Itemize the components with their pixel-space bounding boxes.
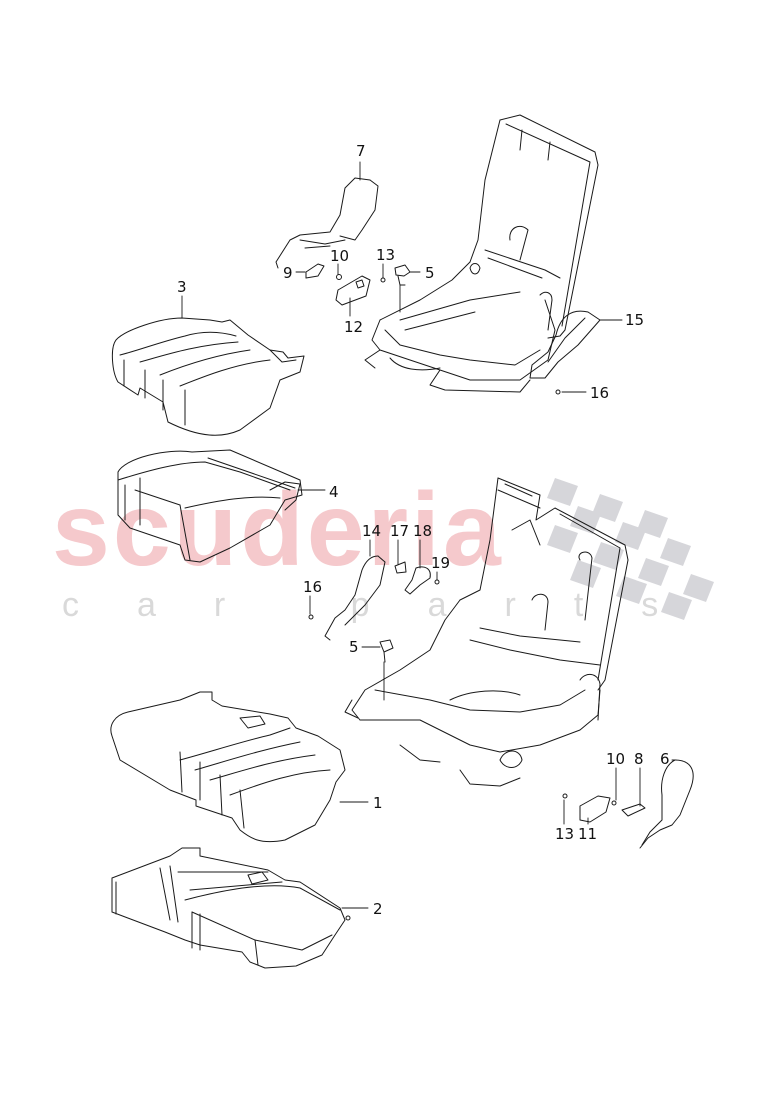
callout-label[interactable]: 10 — [330, 247, 350, 265]
screw-10-upper[interactable] — [336, 274, 342, 280]
cover-plate-11[interactable] — [579, 795, 611, 823]
callout-label[interactable]: 6 — [660, 750, 670, 768]
trim-piece-9[interactable] — [305, 263, 325, 279]
callout-label[interactable]: 4 — [329, 483, 339, 501]
hinge-cover-15[interactable] — [529, 310, 601, 379]
backrest-side-trim-lower[interactable] — [324, 555, 386, 641]
callout-label[interactable]: 16 — [590, 384, 610, 402]
screw-10-lower[interactable] — [611, 800, 617, 806]
callout-label[interactable]: 16 — [303, 578, 323, 596]
callout-label[interactable]: 13 — [555, 825, 575, 843]
callout-label[interactable]: 14 — [362, 522, 382, 540]
screw-19[interactable] — [434, 579, 440, 585]
callout-label[interactable]: 10 — [606, 750, 626, 768]
backrest-side-trim-upper[interactable] — [275, 177, 379, 269]
callout-label[interactable]: 9 — [283, 264, 293, 282]
clip-5-lower[interactable] — [379, 639, 394, 663]
lever-18[interactable] — [404, 566, 431, 595]
callout-label[interactable]: 15 — [625, 311, 645, 329]
callout-label[interactable]: 18 — [413, 522, 433, 540]
callout-label[interactable]: 8 — [634, 750, 644, 768]
screw-16-lower[interactable] — [308, 614, 314, 620]
screw-13-upper[interactable] — [380, 277, 386, 283]
trim-piece-8[interactable] — [621, 803, 646, 817]
callout-label[interactable]: 2 — [373, 900, 383, 918]
callout-label[interactable]: 13 — [376, 246, 396, 264]
callout-label[interactable]: 5 — [425, 264, 435, 282]
clip-5-upper[interactable] — [394, 264, 411, 286]
callout-label[interactable]: 5 — [349, 638, 359, 656]
seat-frame-lower[interactable] — [344, 477, 629, 787]
trim-piece-17[interactable] — [394, 561, 407, 574]
seat-cushion-pad-lower[interactable] — [111, 847, 351, 969]
callout-leader-lines — [181, 161, 677, 909]
seat-frame-upper[interactable] — [364, 114, 599, 393]
side-trim-6[interactable] — [639, 759, 694, 849]
seat-cushion-pad-upper[interactable] — [117, 449, 303, 563]
seat-cushion-cover-upper[interactable] — [111, 317, 305, 436]
callout-label[interactable]: 19 — [431, 554, 451, 572]
callout-label[interactable]: 7 — [356, 142, 366, 160]
callout-label[interactable]: 1 — [373, 794, 383, 812]
callout-label[interactable]: 17 — [390, 522, 410, 540]
cover-plate-12[interactable] — [335, 275, 371, 306]
screw-13-lower[interactable] — [562, 793, 568, 799]
callout-label[interactable]: 3 — [177, 278, 187, 296]
seat-cushion-cover-lower[interactable] — [110, 691, 346, 843]
callout-label[interactable]: 12 — [344, 318, 364, 336]
screw-16-upper[interactable] — [555, 389, 561, 395]
callout-label[interactable]: 11 — [578, 825, 598, 843]
